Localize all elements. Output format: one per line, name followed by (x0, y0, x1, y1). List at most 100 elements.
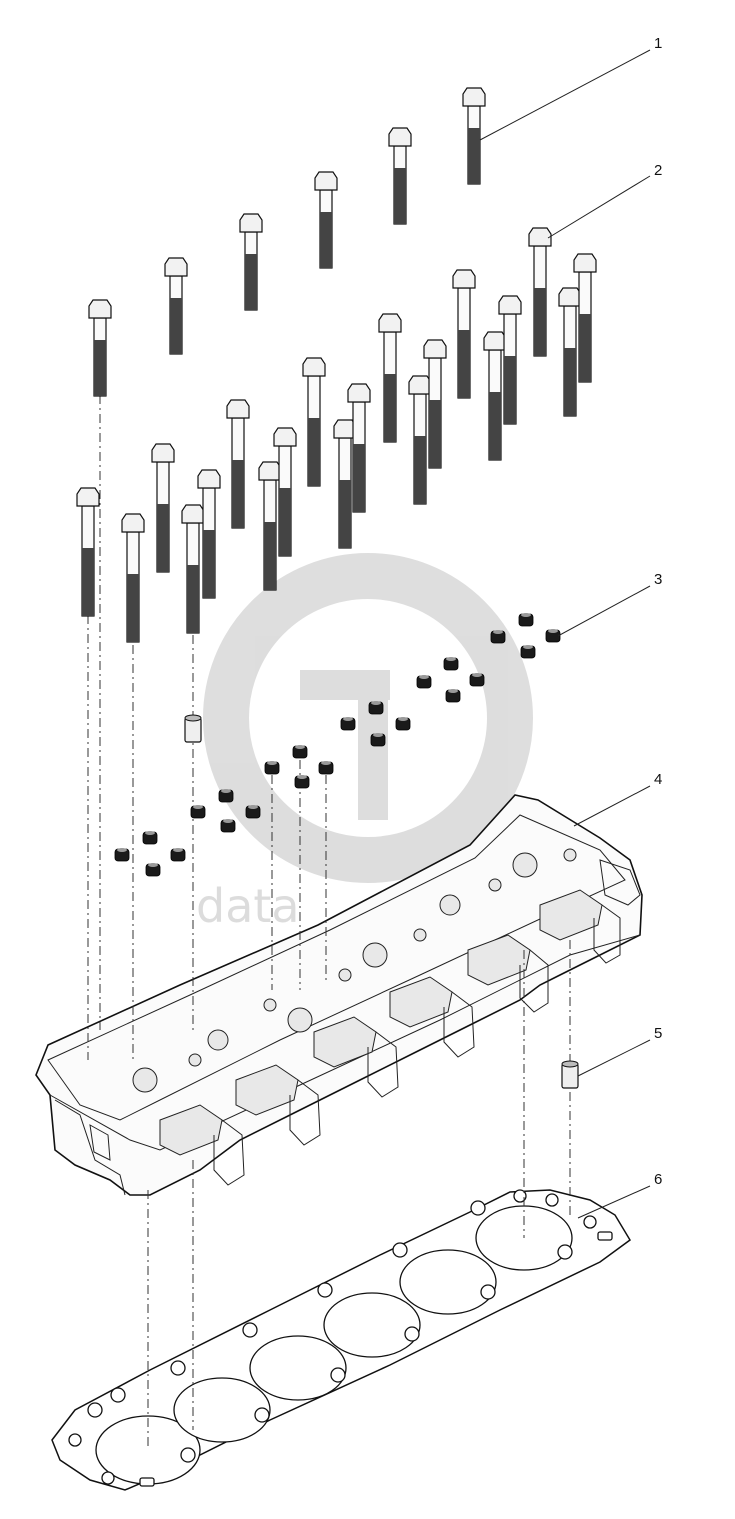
boss (207, 1029, 229, 1051)
intake-port (389, 976, 453, 1028)
gasket-hole (557, 1244, 573, 1260)
gasket-slot (139, 1477, 155, 1487)
seal (145, 863, 161, 877)
gasket-hole (404, 1326, 420, 1342)
port-flanges (213, 904, 621, 1186)
seal (469, 673, 485, 687)
gasket-hole (254, 1407, 270, 1423)
cylinder-bore (399, 1249, 497, 1315)
cylinder-head-end-face (54, 1099, 126, 1196)
callouts: 1 2 3 4 5 6 (479, 35, 662, 1219)
bolt (197, 469, 221, 599)
boss (132, 1067, 158, 1093)
cylinder-bore (173, 1377, 271, 1443)
bolt (408, 375, 432, 505)
seal (218, 789, 234, 803)
cylinder-head-body (35, 794, 643, 1196)
center-lines (87, 395, 571, 1450)
leader-line (557, 585, 651, 637)
seal (545, 629, 561, 643)
bolt (528, 227, 552, 357)
leader-line (547, 175, 651, 239)
bolt (462, 87, 486, 185)
bolt (388, 127, 412, 225)
callout-1: 1 (479, 35, 662, 141)
seal (368, 701, 384, 715)
callout-2: 2 (547, 162, 662, 239)
gasket-hole (317, 1282, 333, 1298)
dowel-pin (184, 714, 202, 743)
seal (370, 733, 386, 747)
boss (439, 894, 461, 916)
cylinder-head-top-deck (47, 814, 626, 1121)
bolts-short (88, 87, 486, 397)
bolt (302, 357, 326, 487)
gasket-hole (470, 1200, 486, 1216)
leader-line (479, 49, 651, 141)
head-gasket (51, 1189, 631, 1491)
port-flange (367, 1031, 399, 1098)
callout-label: 4 (654, 771, 662, 788)
gasket-hole (242, 1322, 258, 1338)
leader-line (573, 785, 651, 827)
callout-5: 5 (577, 1025, 662, 1077)
cylinder-head (35, 794, 643, 1196)
boss (338, 968, 352, 982)
bolt (151, 443, 175, 573)
bolt (483, 331, 507, 461)
bolts-long (76, 227, 597, 643)
gasket-bores (95, 1205, 573, 1485)
bolt (76, 487, 100, 617)
watermark-text: data (196, 879, 300, 933)
bolt (88, 299, 112, 397)
watermark: data (196, 553, 533, 933)
callout-6: 6 (577, 1171, 662, 1219)
boss (563, 848, 577, 862)
bolt (273, 427, 297, 557)
intake-ports (159, 889, 603, 1156)
boss (287, 1007, 313, 1033)
seal (318, 761, 334, 775)
callout-label: 6 (654, 1171, 662, 1188)
callout-3: 3 (557, 571, 662, 637)
cylinder-bore (249, 1335, 347, 1401)
bolt (121, 513, 145, 643)
seal (445, 689, 461, 703)
gasket-slot (597, 1231, 613, 1241)
gasket-hole (330, 1367, 346, 1383)
bolt (498, 295, 522, 425)
seal (490, 630, 506, 644)
seal (264, 761, 280, 775)
seal (170, 848, 186, 862)
bolt (558, 287, 582, 417)
port-flange (519, 949, 549, 1013)
watermark-logo-ring (203, 553, 533, 883)
intake-port (235, 1064, 299, 1116)
gasket-hole (513, 1189, 527, 1203)
callout-4: 4 (573, 771, 662, 827)
intake-port (313, 1016, 377, 1068)
gasket-hole (180, 1447, 196, 1463)
leader-line (577, 1185, 651, 1219)
gasket-hole (583, 1215, 597, 1229)
bolt (347, 383, 371, 513)
callout-label: 5 (654, 1025, 662, 1042)
boss (512, 852, 538, 878)
intake-port (467, 934, 531, 986)
gasket-hole (392, 1242, 408, 1258)
seal (142, 831, 158, 845)
seal (518, 613, 534, 627)
intake-port (159, 1104, 223, 1156)
bolt (378, 313, 402, 443)
boss (413, 928, 427, 942)
seal (190, 805, 206, 819)
seal (416, 675, 432, 689)
port-flange (593, 904, 621, 964)
gasket-hole (170, 1360, 186, 1376)
seal (520, 645, 536, 659)
intake-port (539, 889, 603, 941)
port-flange (289, 1079, 321, 1146)
seal (443, 657, 459, 671)
callout-label: 3 (654, 571, 662, 588)
bolt (452, 269, 476, 399)
